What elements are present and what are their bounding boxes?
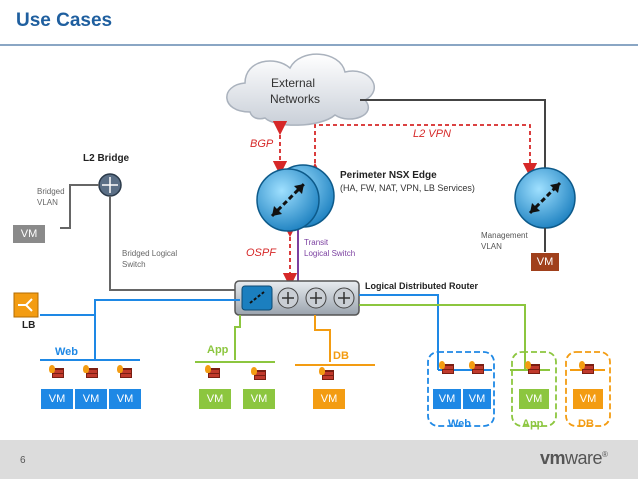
flame-icon — [525, 361, 531, 369]
bridged-vlan-label-2: VLAN — [37, 198, 58, 207]
firewall-icon — [525, 361, 540, 374]
cloud-label-line1: External — [271, 76, 316, 90]
l2vpn-link — [307, 124, 538, 178]
footer-bar — [0, 440, 638, 479]
transit-label-2: Logical Switch — [304, 249, 356, 258]
app-group-box — [511, 351, 557, 427]
firewall-icon — [117, 365, 132, 378]
vm-web-1: VM — [40, 388, 74, 410]
web-left-label: Web — [55, 346, 79, 358]
flame-icon — [579, 361, 585, 369]
perimeter-nsx-edge-icon — [256, 164, 335, 232]
firewall-icon — [83, 365, 98, 378]
l2-bridge-label: L2 Bridge — [83, 153, 130, 164]
edge-sub-label: (HA, FW, NAT, VPN, LB Services) — [340, 183, 475, 193]
web-switch-line — [40, 300, 140, 361]
l2-bridge-icon — [98, 173, 122, 197]
lb-label: LB — [22, 320, 36, 331]
vm-db-1: VM — [312, 388, 346, 410]
bridged-ls-label-1: Bridged Logical — [122, 249, 178, 258]
web-switch-link — [40, 299, 240, 316]
flame-icon — [117, 365, 123, 373]
title-rule — [0, 44, 638, 46]
management-edge-icon — [514, 167, 576, 229]
bgp-label: BGP — [250, 138, 274, 150]
page-number: 6 — [20, 455, 26, 466]
flame-icon — [469, 361, 475, 369]
firewall-icon — [439, 361, 454, 374]
firewall-icon — [251, 367, 266, 380]
flame-icon — [319, 367, 325, 375]
web-right-label: Web — [448, 418, 472, 430]
flame-icon — [251, 367, 257, 375]
edge-title-label: Perimeter NSX Edge — [340, 170, 437, 181]
flame-icon — [49, 365, 55, 373]
vm-management: VM — [530, 252, 560, 272]
ospf-label: OSPF — [246, 247, 276, 259]
firewall-icon — [49, 365, 64, 378]
app-switch-line — [195, 315, 275, 363]
app-right-label: App — [522, 418, 544, 430]
cloud-to-mgmt-edge-line — [360, 99, 546, 170]
vm-web-2: VM — [74, 388, 108, 410]
db-group-box — [565, 351, 611, 427]
bridged-vlan-label-1: Bridged — [37, 187, 65, 196]
vm-bridged: VM — [12, 224, 46, 244]
vm-web-right-1: VM — [432, 388, 462, 410]
load-balancer-icon — [13, 292, 39, 318]
vm-app-2: VM — [242, 388, 276, 410]
bridged-vlan-line — [60, 184, 99, 229]
db-switch-line — [295, 315, 375, 366]
firewall-icon — [205, 365, 220, 378]
db-mid-label: DB — [333, 350, 349, 362]
l2vpn-label: L2 VPN — [413, 128, 451, 140]
db-right-label: DB — [578, 418, 594, 430]
bridged-logical-switch-line — [109, 196, 235, 291]
vm-web-right-2: VM — [462, 388, 492, 410]
ldr-label: Logical Distributed Router — [365, 281, 479, 291]
cloud-label-line2: Networks — [270, 92, 321, 106]
mgmt-label-1: Management — [481, 231, 528, 240]
app-mid-label: App — [207, 344, 229, 356]
flame-icon — [205, 365, 211, 373]
bridged-ls-label-2: Switch — [122, 260, 146, 269]
vmware-logo: vmware® — [540, 448, 608, 468]
flame-icon — [439, 361, 445, 369]
firewall-icon — [319, 367, 334, 380]
vm-app-right: VM — [518, 388, 550, 410]
transit-label-1: Transit — [304, 238, 329, 247]
vm-db-right: VM — [572, 388, 604, 410]
right-app-switch-line — [359, 304, 550, 371]
right-web-switch-line — [359, 294, 492, 371]
vm-app-1: VM — [198, 388, 232, 410]
mgmt-label-2: VLAN — [481, 242, 502, 251]
flame-icon — [83, 365, 89, 373]
logical-distributed-router-icon — [234, 280, 360, 316]
firewall-icon — [469, 361, 484, 374]
firewall-icon — [579, 361, 594, 374]
web-group-box — [427, 351, 495, 427]
vm-web-3: VM — [108, 388, 142, 410]
page-title: Use Cases — [16, 10, 113, 31]
